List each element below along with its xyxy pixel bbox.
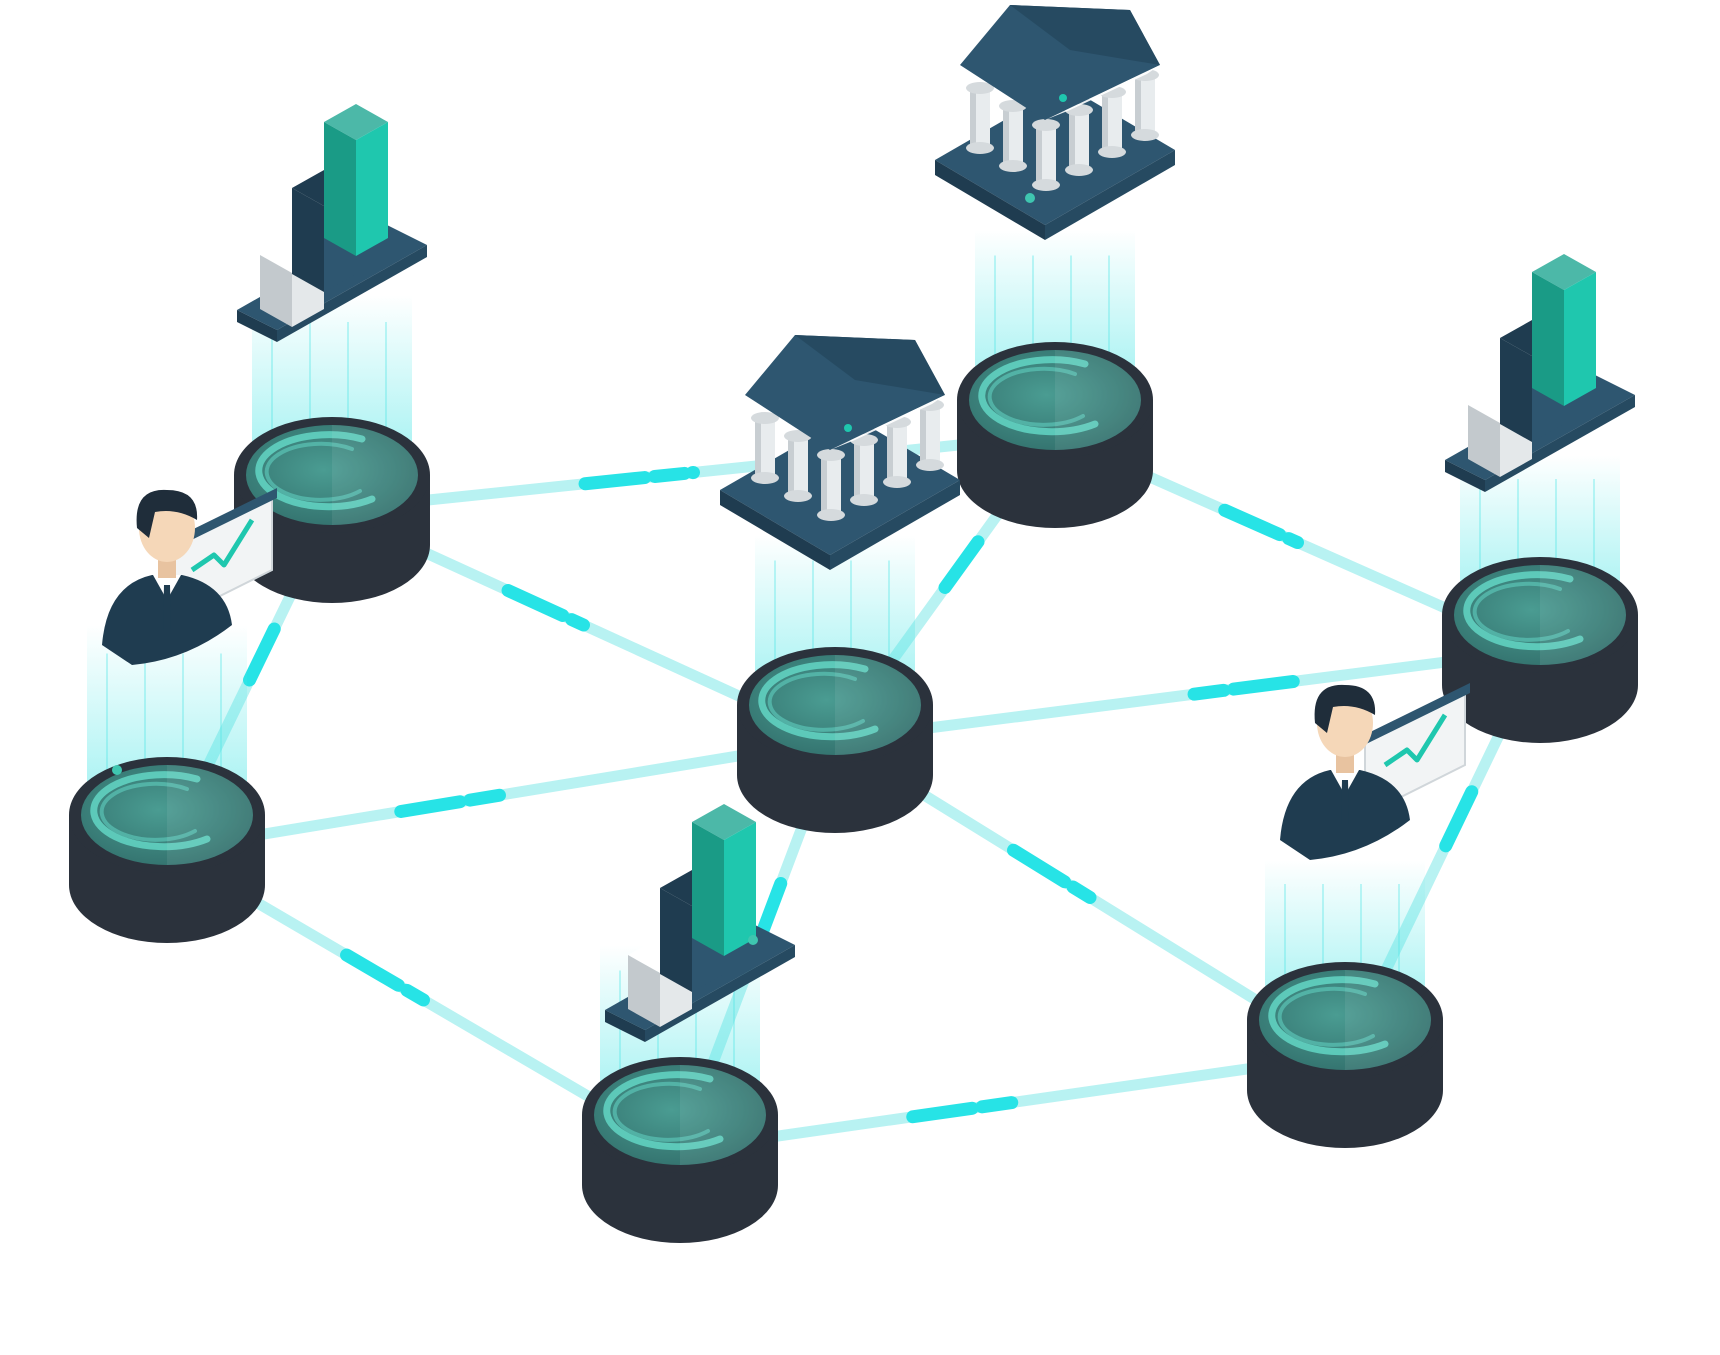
node-ring: [603, 1071, 724, 1151]
bank-icon: [935, 5, 1175, 240]
network-node: [69, 757, 265, 943]
tie: [163, 585, 171, 636]
node-inner-ring: [767, 671, 865, 732]
link-data-pulse: [340, 948, 430, 1007]
bar-chart-icon: [1445, 254, 1635, 492]
node-inner-ring: [1277, 986, 1375, 1047]
link-data-pulse: [501, 584, 590, 632]
node-inner-ring: [612, 1081, 710, 1142]
particle-dot: [112, 765, 122, 775]
node-inner-ring: [99, 781, 197, 842]
network-node: [1247, 962, 1443, 1148]
network-nodes: [69, 342, 1638, 1243]
link-data-pulse: [1436, 785, 1479, 859]
node-ring: [1268, 976, 1389, 1056]
network-node: [957, 342, 1153, 528]
bar-chart-icon: [237, 104, 427, 342]
tie: [1341, 780, 1349, 831]
hair: [1314, 684, 1376, 733]
hair: [136, 489, 198, 538]
network-node: [737, 647, 933, 833]
link-data-pulse: [1007, 843, 1097, 904]
network-link: [829, 644, 1546, 746]
link-data-pulse: [243, 622, 281, 687]
node-inner-ring: [264, 441, 362, 502]
link-data-pulse: [1181, 675, 1300, 702]
network-node: [234, 417, 430, 603]
bar-chart-icon: [605, 804, 795, 1042]
link-data-pulse: [906, 1096, 1019, 1124]
link-data-pulse: [1218, 503, 1304, 549]
particle-dot: [748, 935, 758, 945]
node-ring: [255, 431, 376, 511]
businessman-icon: [102, 488, 277, 665]
trend-line-icon: [190, 518, 255, 573]
bank-emblem: [844, 424, 852, 432]
node-inner-ring: [987, 366, 1085, 427]
bank-emblem: [1059, 94, 1067, 102]
node-icons: [102, 5, 1635, 1042]
board-header: [167, 488, 277, 552]
bank-icon: [720, 335, 960, 570]
board-header: [1360, 683, 1470, 747]
network-node: [1442, 557, 1638, 743]
node-ring: [1463, 571, 1584, 651]
link-data-pulse: [578, 466, 700, 491]
network-node: [582, 1057, 778, 1243]
particle-dot: [1025, 193, 1035, 203]
link-data-pulse: [938, 535, 985, 594]
node-inner-ring: [1472, 581, 1570, 642]
node-ring: [978, 356, 1099, 436]
node-ring: [758, 661, 879, 741]
link-data-pulse: [394, 788, 508, 818]
businessman-icon: [1280, 683, 1470, 860]
trend-line-icon: [1383, 713, 1448, 768]
node-ring: [90, 771, 211, 851]
